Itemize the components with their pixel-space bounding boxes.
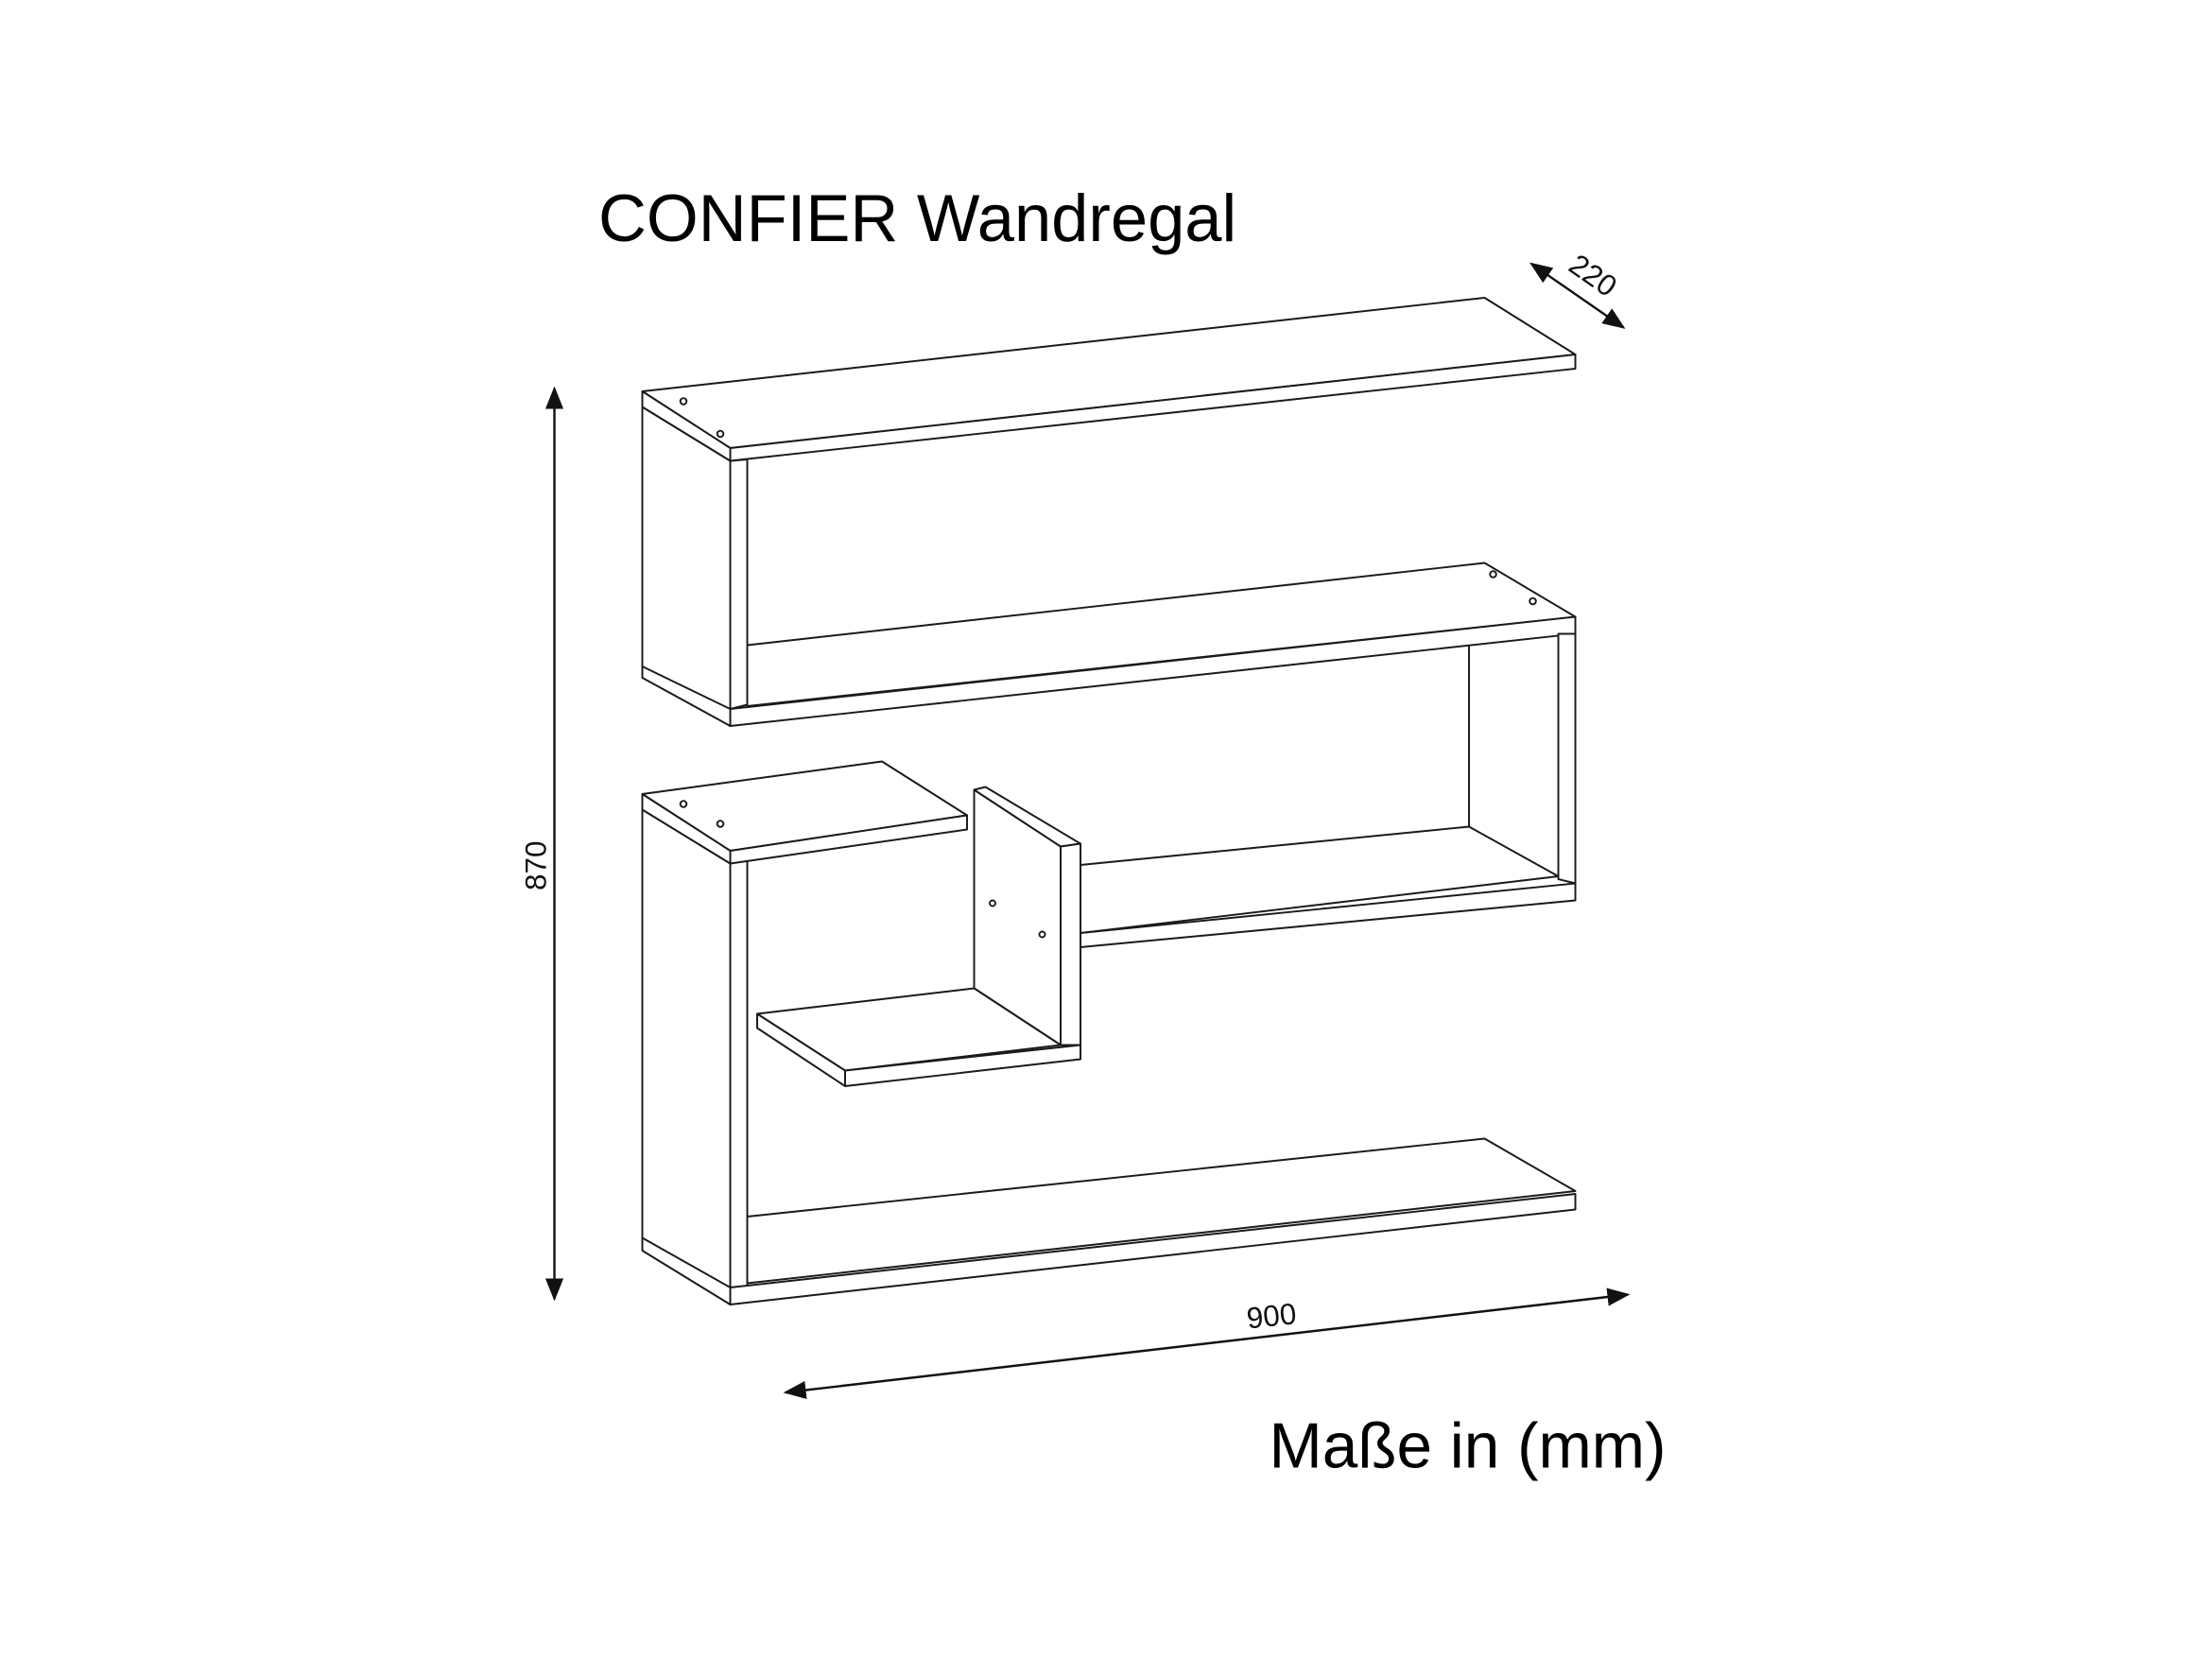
small-shelf-divider bbox=[756, 786, 1081, 1087]
diagram-title: CONFIER Wandregal bbox=[598, 181, 1236, 255]
upper-shelf-unit bbox=[641, 297, 1577, 727]
depth-dimension-label: 220 bbox=[1563, 247, 1623, 303]
right-shelf-box bbox=[1080, 632, 1577, 948]
width-dimension-label: 900 bbox=[1245, 1296, 1298, 1335]
height-dimension-label: 870 bbox=[519, 840, 553, 890]
lower-shelf-unit bbox=[641, 760, 1577, 1305]
depth-dimension-arrow bbox=[1529, 262, 1626, 329]
width-dimension-arrow bbox=[783, 1287, 1631, 1400]
units-note: Maße in (mm) bbox=[1270, 1411, 1667, 1482]
